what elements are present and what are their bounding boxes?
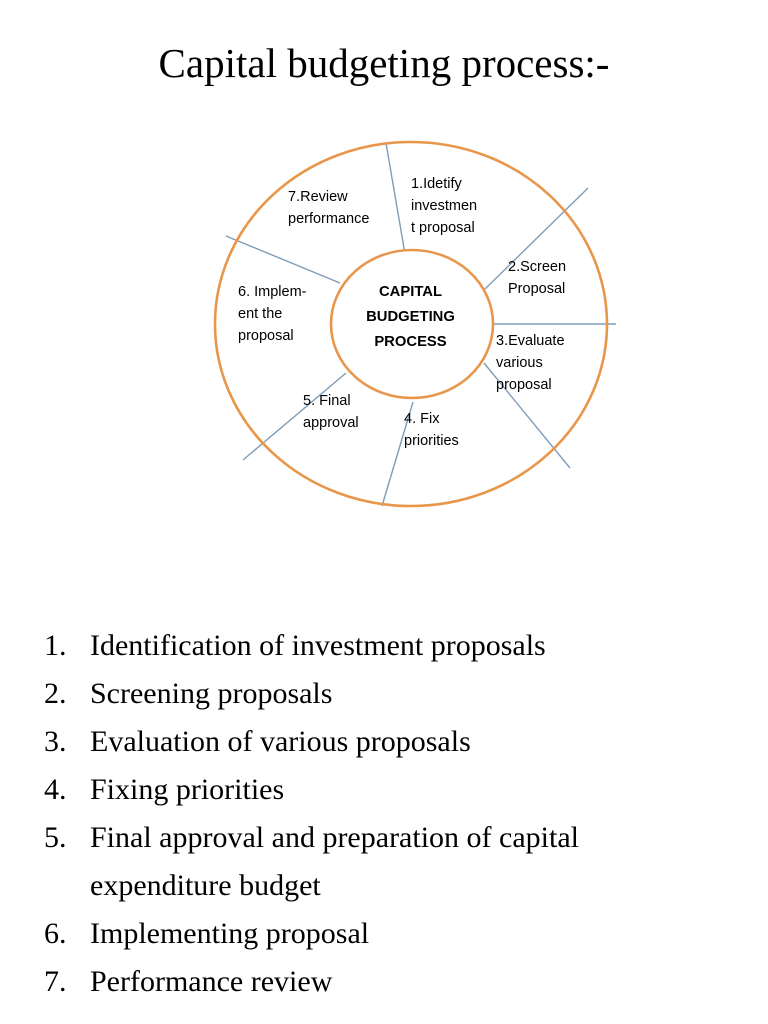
list-item-marker: 7. xyxy=(44,965,67,998)
spoke-line-7 xyxy=(225,235,341,284)
list-item-text: Fixing priorities xyxy=(90,773,285,806)
spoke-lines xyxy=(225,142,616,507)
list-item: 1. Identification of investment proposal… xyxy=(44,622,734,670)
outer-circle xyxy=(213,140,609,508)
list-item-marker: 5. xyxy=(44,821,67,854)
list-item-marker: 1. xyxy=(44,629,67,662)
cycle-wheel-graphic xyxy=(213,140,616,508)
list-item: 3. Evaluation of various proposals xyxy=(44,718,734,766)
center-label: CAPITAL BUDGETING PROCESS xyxy=(366,284,455,350)
list-item: 4. Fixing priorities xyxy=(44,766,734,814)
list-item-marker: 4. xyxy=(44,773,67,806)
numbered-list: 1. Identification of investment proposal… xyxy=(44,622,734,1006)
segment-label-4: 4. Fix priorities xyxy=(404,411,459,449)
list-item: 6. Implementing proposal xyxy=(44,910,734,958)
segment-label-7: 7.Review performance xyxy=(288,189,370,227)
segment-label-2: 2.Screen Proposal xyxy=(508,259,567,297)
list-item-text: Performance review xyxy=(90,965,333,998)
list-item-text: Identification of investment proposals xyxy=(90,629,546,662)
list-item: 7. Performance review xyxy=(44,958,734,1006)
list-item: 2. Screening proposals xyxy=(44,670,734,718)
page-title: Capital budgeting process:- xyxy=(158,40,610,86)
list-item-text: Evaluation of various proposals xyxy=(90,725,471,758)
capital-budgeting-cycle-diagram: CAPITAL BUDGETING PROCESS 1.Idetify inve… xyxy=(198,128,628,520)
list-item-text: Final approval and preparation of capita… xyxy=(90,821,579,902)
spoke-line-2 xyxy=(484,187,589,290)
spoke-line-5 xyxy=(381,401,414,507)
inner-circle xyxy=(329,248,495,400)
segment-label-5: 5. Final approval xyxy=(303,393,359,431)
list-item-marker: 6. xyxy=(44,917,67,950)
spoke-line-4 xyxy=(483,362,571,469)
segment-label-6: 6. Implem- ent the proposal xyxy=(238,284,307,344)
segment-label-3: 3.Evaluate various proposal xyxy=(496,333,565,393)
segment-label-1: 1.Idetify investmen t proposal xyxy=(411,176,478,236)
list-item-marker: 3. xyxy=(44,725,67,758)
list-item: 5. Final approval and preparation of cap… xyxy=(44,814,734,910)
list-item-marker: 2. xyxy=(44,677,67,710)
list-item-text: Implementing proposal xyxy=(90,917,370,950)
spoke-line-6 xyxy=(242,372,347,461)
list-item-text: Screening proposals xyxy=(90,677,333,710)
